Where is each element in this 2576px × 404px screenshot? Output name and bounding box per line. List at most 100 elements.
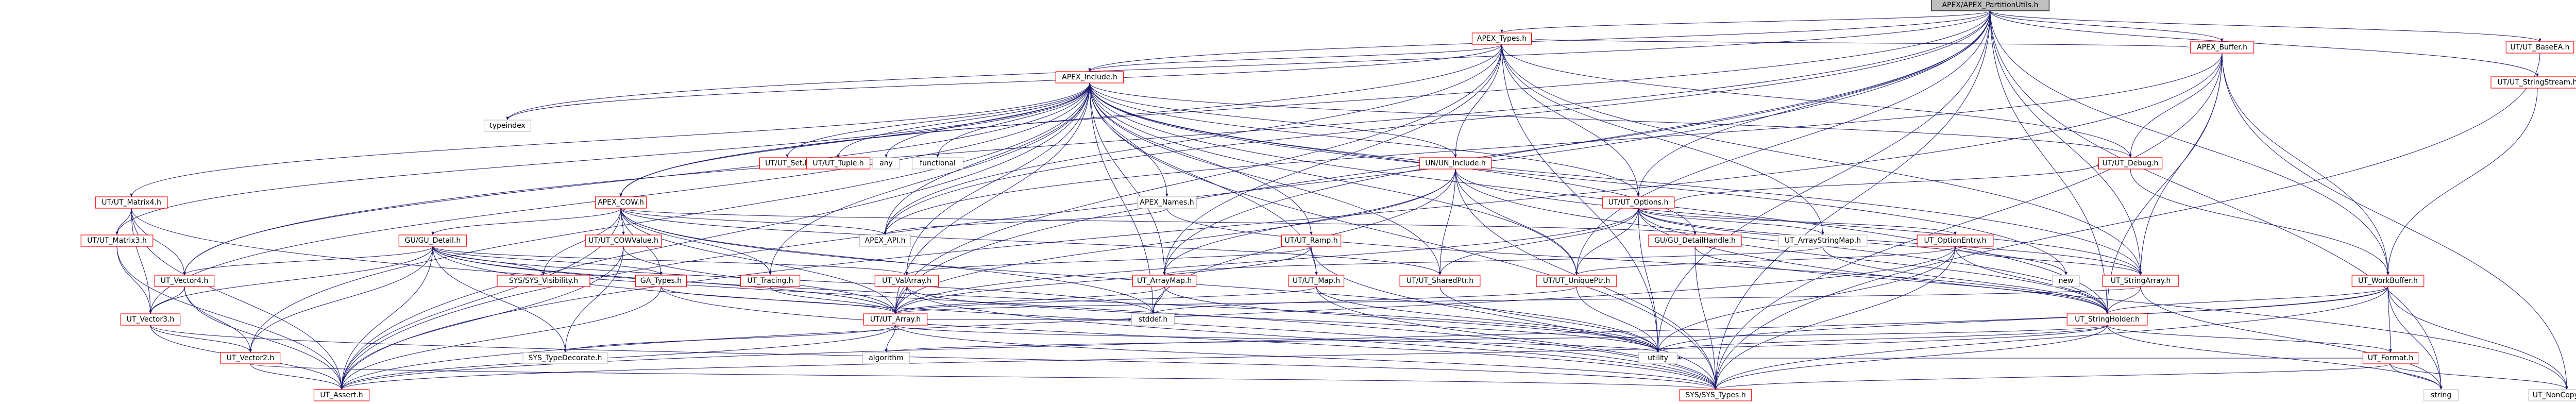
node-apex-include[interactable]: APEX_Include.h <box>1055 71 1124 83</box>
node-ut-map[interactable]: UT/UT_Map.h <box>1288 275 1345 287</box>
edge-un_include-to-ut_array <box>894 169 1456 314</box>
edge-ut_arraystringmap-to-ut_arraymap <box>1163 246 1823 276</box>
node-ut-matrix3[interactable]: UT/UT_Matrix3.h <box>80 234 154 247</box>
node-ut-optionentry[interactable]: UT_OptionEntry.h <box>1917 234 1994 247</box>
edge-ga_types-to-ut_array <box>660 286 897 314</box>
edge-apex_types-to-ut_debug <box>1501 44 2132 158</box>
node-box <box>80 234 154 247</box>
edge-root-to-ut_stringstream <box>1990 10 2539 77</box>
node-ut-stringholder[interactable]: UT_StringHolder.h <box>2066 313 2148 326</box>
node-ut-options[interactable]: UT/UT_Options.h <box>1602 196 1675 209</box>
node-ut-tuple[interactable]: UT/UT_Tuple.h <box>806 157 871 170</box>
node-box <box>859 234 911 247</box>
edge-apex_buffer-to-apex_api <box>884 53 2223 235</box>
node-gu-detail[interactable]: GU/GU_Detail.h <box>398 234 467 247</box>
node-ut-vector2[interactable]: UT_Vector2.h <box>220 352 281 364</box>
node-sys-typedecorate: SYS_TypeDecorate.h <box>522 352 608 364</box>
node-ut-matrix4[interactable]: UT/UT_Matrix4.h <box>95 196 168 209</box>
edge-ut_vector4-to-ut_vector2 <box>184 286 252 353</box>
edge-ut_array-to-sys_types <box>895 325 1717 390</box>
node-label: UT/UT_StringStream.h <box>2497 78 2576 87</box>
node-sys-visibility[interactable]: SYS/SYS_Visibility.h <box>497 275 590 287</box>
node-ut-sharedptr[interactable]: UT/UT_SharedPtr.h <box>1399 275 1481 287</box>
node-label: UT_StringArray.h <box>2111 277 2171 285</box>
edge-ut_valarray-to-utility <box>906 286 1659 353</box>
edge-apex_cow-to-apex_api <box>620 208 887 235</box>
edge-apex_include-to-any <box>885 82 1090 158</box>
node-label: UT_Format.h <box>2368 354 2413 362</box>
node-sys-types[interactable]: SYS/SYS_Types.h <box>1679 389 1752 401</box>
edge-ut_workbuffer-to-ut_stringholder <box>2106 286 2388 314</box>
node-ut-format[interactable]: UT_Format.h <box>2362 352 2419 364</box>
node-box <box>154 275 215 287</box>
node-box <box>585 234 662 247</box>
edge-ut_matrix4-to-ut_vector3 <box>131 208 152 314</box>
node-label: UT_NonCopyable.h <box>2533 391 2576 399</box>
edge-ut_array-to-sys_typedecorate <box>564 325 896 353</box>
edge-ut_format-to-sys_types <box>1714 363 2391 390</box>
node-label: UN/UN_Include.h <box>1425 159 1485 167</box>
node-un-include[interactable]: UN/UN_Include.h <box>1419 157 1492 170</box>
node-box <box>2102 275 2179 287</box>
node-ut-array[interactable]: UT/UT_Array.h <box>863 313 928 326</box>
node-apex-types[interactable]: APEX_Types.h <box>1471 32 1532 45</box>
node-box <box>1931 0 2049 11</box>
edge-ut_vector4-to-ut_assert <box>184 286 343 390</box>
node-apex-cow[interactable]: APEX_COW.h <box>595 196 647 209</box>
edge-apex_include-to-ut_vector4 <box>183 82 1090 276</box>
node-ut-vector3[interactable]: UT_Vector3.h <box>120 313 181 326</box>
node-ut-workbuffer[interactable]: UT_WorkBuffer.h <box>2351 275 2425 287</box>
node-ut-cowvalue[interactable]: UT/UT_COWValue.h <box>585 234 662 247</box>
node-ut-baseea[interactable]: UT/UT_BaseEA.h <box>2505 41 2574 54</box>
edge-apex_include-to-stddef <box>1089 82 1155 314</box>
edge-ut_format-to-string <box>2390 363 2443 390</box>
edge-ut_arraymap-to-ut_array <box>894 286 1165 314</box>
edge-apex_include-to-apex_api <box>884 82 1090 235</box>
edge-ut_valarray-to-ut_array <box>894 286 907 314</box>
edge-ut_optionentry-to-ut_uniqueptr <box>1575 246 1956 276</box>
node-box <box>1399 275 1481 287</box>
edge-root-to-apex_include <box>1088 10 1991 72</box>
node-ut-ramp[interactable]: UT/UT_Ramp.h <box>1281 234 1342 247</box>
node-box <box>2490 76 2576 89</box>
node-ga-types[interactable]: GA_Types.h <box>635 275 687 287</box>
node-label: SYS_TypeDecorate.h <box>529 354 602 362</box>
node-label: UT/UT_Array.h <box>870 315 921 324</box>
edge-gu_detail-to-ga_types <box>432 246 663 276</box>
node-ut-valarray[interactable]: UT_ValArray.h <box>874 275 939 287</box>
edge-apex_cow-to-sys_visibility <box>542 208 621 276</box>
node-ut-stringarray[interactable]: UT_StringArray.h <box>2102 275 2179 287</box>
node-ut-debug[interactable]: UT/UT_Debug.h <box>2098 157 2163 170</box>
edge-ut_uniqueptr-to-stddef <box>1151 286 1577 314</box>
node-box <box>2190 41 2255 54</box>
node-ut-vector4[interactable]: UT_Vector4.h <box>154 275 215 287</box>
node-box <box>95 196 168 209</box>
node-ut-tracing[interactable]: UT_Tracing.h <box>740 275 801 287</box>
node-ut-set[interactable]: UT/UT_Set.h <box>759 157 816 170</box>
node-apex-names: APEX_Names.h <box>1137 196 1197 209</box>
node-ut-assert[interactable]: UT_Assert.h <box>313 389 370 401</box>
edge-apex_include-to-ut_tracing <box>769 82 1090 276</box>
node-label: functional <box>920 159 956 167</box>
node-label: string <box>2431 391 2451 399</box>
edge-ut_vector3-to-ut_vector2 <box>150 325 252 353</box>
edge-ut_workbuffer-to-string <box>2387 286 2443 390</box>
node-ut-arraymap[interactable]: UT_ArrayMap.h <box>1132 275 1197 287</box>
node-label: algorithm <box>869 354 904 362</box>
node-label: stddef.h <box>1139 315 1167 324</box>
node-box <box>483 120 532 132</box>
edge-ut_format-to-ut_noncopyable <box>2390 363 2568 390</box>
node-ut-uniqueptr[interactable]: UT/UT_UniquePtr.h <box>1536 275 1617 287</box>
node-box <box>497 275 590 287</box>
edge-ut_ramp-to-ut_valarray <box>905 246 1312 276</box>
edge-apex_include-to-ut_stringholder <box>1089 82 2109 314</box>
node-box <box>635 275 687 287</box>
node-gu-detailhandle[interactable]: GU/GU_DetailHandle.h <box>1648 234 1742 247</box>
node-ut-arraystringmap: UT_ArrayStringMap.h <box>1778 234 1868 247</box>
node-label: UT/UT_Matrix4.h <box>101 198 161 207</box>
node-ut-stringstream[interactable]: UT/UT_StringStream.h <box>2490 76 2576 89</box>
edge-ut_vector2-to-sys_types <box>250 363 1717 390</box>
node-apex-buffer[interactable]: APEX_Buffer.h <box>2190 41 2255 54</box>
edge-root-to-typeindex <box>506 10 1991 121</box>
edge-un_include-to-ut_uniqueptr <box>1455 169 1578 276</box>
